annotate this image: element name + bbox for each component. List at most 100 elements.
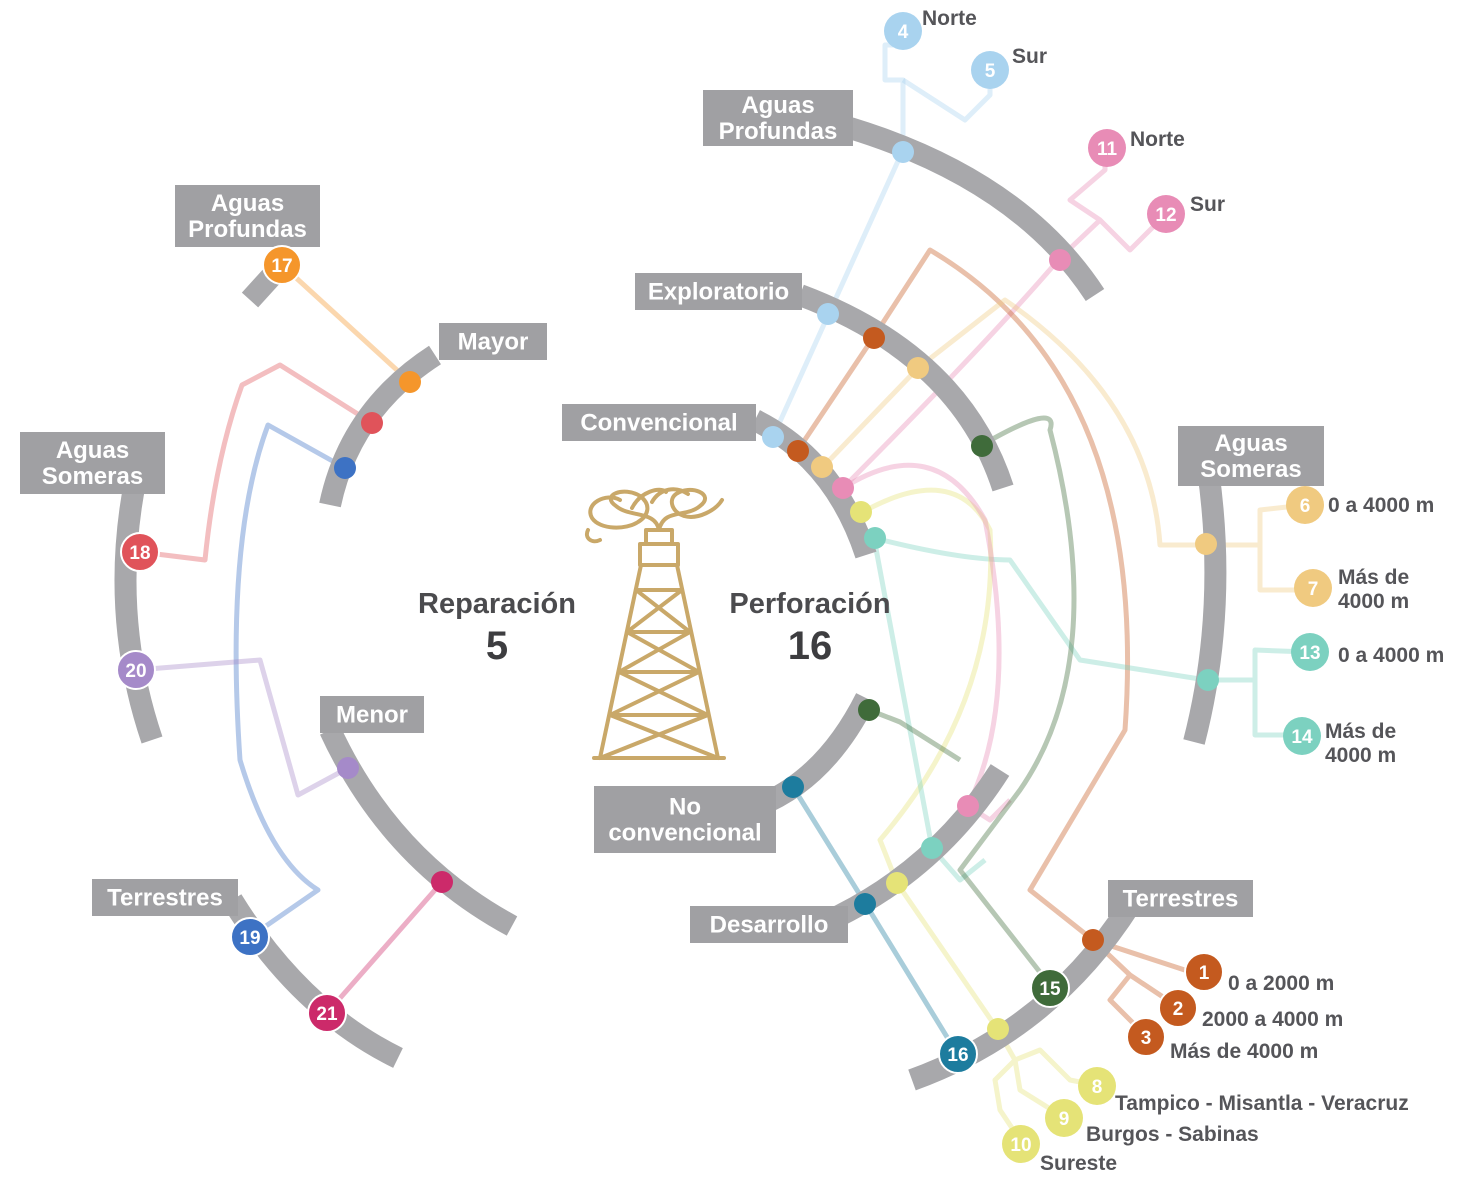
dot-mayor-19 bbox=[334, 457, 356, 479]
category-box-mayor: Mayor bbox=[439, 323, 547, 360]
node-circle-4 bbox=[884, 12, 922, 50]
node-number-21: 21 bbox=[316, 1004, 338, 1025]
dot-desarrollo-11 bbox=[957, 795, 979, 817]
node-number-15: 15 bbox=[1039, 979, 1061, 1000]
link-17 bbox=[280, 263, 412, 384]
node-circle-20 bbox=[116, 650, 156, 690]
node-number-4: 4 bbox=[898, 22, 909, 43]
node-18: 18 bbox=[120, 532, 160, 572]
node-21: 21 bbox=[307, 993, 347, 1033]
category-box-terrestres-r: Terrestres bbox=[1108, 880, 1253, 917]
connector-lines bbox=[135, 42, 1310, 1142]
node-number-11: 11 bbox=[1097, 139, 1118, 160]
node-label-5: Sur bbox=[1012, 45, 1047, 68]
link-15 bbox=[957, 415, 1077, 987]
node-number-10: 10 bbox=[1010, 1135, 1031, 1156]
node-circle-7 bbox=[1294, 569, 1332, 607]
dot-exploratorio-1 bbox=[863, 327, 885, 349]
arc-menor bbox=[320, 725, 518, 936]
link-20 bbox=[135, 657, 350, 798]
node-label-10: Sureste bbox=[1040, 1152, 1117, 1175]
node-circle-9 bbox=[1045, 1099, 1083, 1137]
dot-exploratorio-15 bbox=[971, 435, 993, 457]
reparacion-count: 5 bbox=[486, 624, 508, 668]
node-circle-11 bbox=[1088, 129, 1126, 167]
node-number-3: 3 bbox=[1141, 1028, 1152, 1049]
node-circle-16 bbox=[938, 1034, 978, 1074]
dot-aguas-profundas-4 bbox=[892, 141, 914, 163]
link-1 bbox=[795, 247, 1201, 978]
link-4 bbox=[770, 42, 906, 439]
category-box-menor: Menor bbox=[320, 696, 424, 733]
dot-mayor-17 bbox=[399, 371, 421, 393]
category-label-mayor: Mayor bbox=[458, 329, 529, 356]
arc-exploratorio bbox=[796, 284, 1014, 492]
node-label-13: 0 a 4000 m bbox=[1338, 644, 1444, 667]
arc-aguas-someras-left bbox=[114, 469, 163, 744]
node-16: 16 bbox=[938, 1034, 978, 1074]
dot-terrestres-8 bbox=[987, 1018, 1009, 1040]
node-circle-17 bbox=[262, 245, 302, 285]
node-number-1: 1 bbox=[1199, 963, 1210, 984]
node-circle-12 bbox=[1147, 195, 1185, 233]
node-circle-6 bbox=[1286, 486, 1324, 524]
category-label-terrestres-r: Terrestres bbox=[1123, 886, 1239, 913]
node-number-7: 7 bbox=[1308, 579, 1319, 600]
node-label-6: 0 a 4000 m bbox=[1328, 494, 1434, 517]
node-label-9: Burgos - Sabinas bbox=[1086, 1123, 1259, 1146]
perforacion-count: 16 bbox=[788, 624, 833, 668]
node-circle-19 bbox=[230, 917, 270, 957]
dot-convencional-4 bbox=[762, 426, 784, 448]
node-label-1: 0 a 2000 m bbox=[1228, 972, 1334, 995]
center-left-summary: Reparación 5 bbox=[418, 588, 576, 668]
node-20: 20 bbox=[116, 650, 156, 690]
node-number-8: 8 bbox=[1092, 1077, 1103, 1098]
node-number-2: 2 bbox=[1173, 999, 1184, 1020]
dot-no-convencional-16 bbox=[782, 776, 804, 798]
dot-aguas-profundas-11 bbox=[1049, 249, 1071, 271]
category-label-desarrollo: Desarrollo bbox=[710, 912, 829, 939]
node-19: 19 bbox=[230, 917, 270, 957]
dot-exploratorio-6 bbox=[907, 357, 929, 379]
perforacion-label: Perforación bbox=[729, 588, 890, 620]
node-13: 13 0 a 4000 m bbox=[1291, 633, 1444, 671]
dot-aguas-someras-13 bbox=[1197, 669, 1219, 691]
dot-aguas-someras-6 bbox=[1195, 533, 1217, 555]
node-number-13: 13 bbox=[1299, 643, 1320, 664]
category-label-menor: Menor bbox=[336, 702, 408, 729]
node-number-12: 12 bbox=[1155, 205, 1176, 226]
dot-convencional-13 bbox=[864, 527, 886, 549]
category-dots bbox=[334, 141, 1219, 1040]
node-number-17: 17 bbox=[271, 256, 292, 277]
node-17: 17 bbox=[262, 245, 302, 285]
node-label-12: Sur bbox=[1190, 193, 1225, 216]
node-label-8: Tampico - Misantla - Veracruz bbox=[1115, 1092, 1409, 1115]
link-6 bbox=[820, 297, 1310, 593]
dot-mayor-18 bbox=[361, 412, 383, 434]
category-label-convencional: Convencional bbox=[580, 410, 737, 437]
category-box-terrestres-l: Terrestres bbox=[92, 879, 238, 916]
node-circle-13 bbox=[1291, 633, 1329, 671]
dot-convencional-6 bbox=[811, 456, 833, 478]
center-right-summary: Perforación 16 bbox=[729, 588, 890, 668]
node-15: 15 bbox=[1030, 968, 1070, 1008]
reparacion-label: Reparación bbox=[418, 588, 576, 620]
node-number-14: 14 bbox=[1291, 727, 1313, 748]
